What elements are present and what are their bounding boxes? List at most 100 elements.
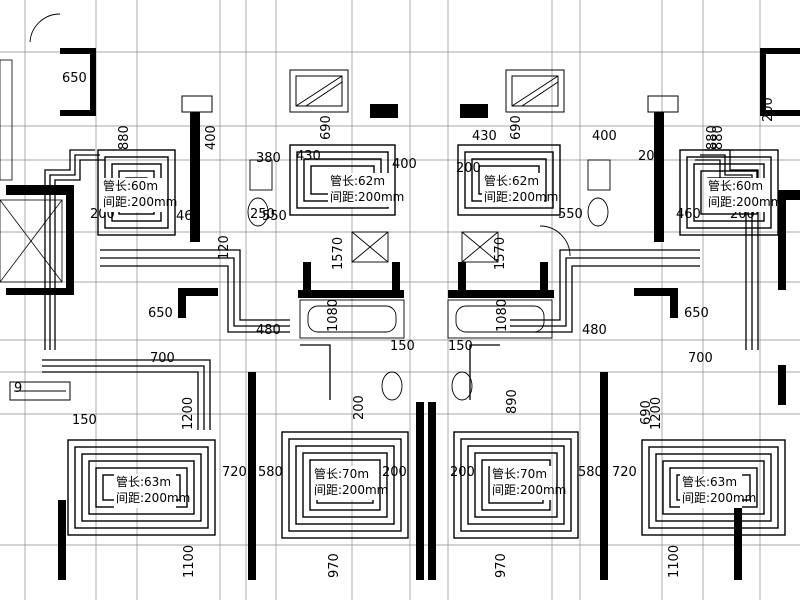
manifold xyxy=(9,381,71,401)
pipe-length-label: 管长:70m xyxy=(314,466,369,481)
coil-loop xyxy=(302,452,388,518)
coil-loop xyxy=(74,446,209,529)
pipe-label-background xyxy=(328,173,390,207)
pipe-spacing-label: 间距:200mm xyxy=(103,195,177,209)
dimension-label: 700 xyxy=(688,351,713,366)
coil-loop xyxy=(641,439,786,536)
coil-loop xyxy=(457,144,561,216)
coil-loop xyxy=(67,439,216,536)
pipe-spacing-label: 间距:200mm xyxy=(116,491,190,505)
dimension-label: 970 xyxy=(494,553,509,578)
dimension-label: 200 xyxy=(352,395,367,420)
pipe-length-label: 管长:70m xyxy=(492,466,547,481)
dimension-label: 690 xyxy=(319,115,334,140)
coil-loop xyxy=(281,431,409,539)
pipe-spacing-label: 间距:200mm xyxy=(314,483,388,497)
dimension-label: 1200 xyxy=(181,397,196,430)
dimension-label: 1100 xyxy=(667,545,682,578)
coil-loop xyxy=(97,149,176,236)
walls xyxy=(6,48,800,580)
coil-loop xyxy=(655,453,772,522)
dimension-label: 970 xyxy=(327,553,342,578)
coil-loop xyxy=(460,438,572,532)
pipe-spacing-label: 间距:200mm xyxy=(708,195,782,209)
pipe-label-background xyxy=(312,466,374,500)
pipe-label-background xyxy=(482,173,544,207)
dimension-label: 650 xyxy=(148,306,173,321)
dimension-label: 400 xyxy=(392,157,417,172)
dimension-label: 430 xyxy=(472,129,497,144)
dimension-label: 650 xyxy=(684,306,709,321)
dimension-label: 430 xyxy=(296,149,321,164)
windows xyxy=(181,69,679,113)
pipe-spacing-label: 间距:200mm xyxy=(682,491,756,505)
pipe-length-label: 管长:62m xyxy=(330,173,385,188)
dimension-label: 400 xyxy=(204,125,219,150)
dimension-label: 1080 xyxy=(326,299,341,332)
dimension-label: 690 xyxy=(639,400,654,425)
pipe-labels: 管长:60m 间距:200mm 管长:62m 间距:200mm 管长:62m 间距:200… xyxy=(101,173,782,508)
dimension-label: 890 xyxy=(505,389,520,414)
coil-loop xyxy=(453,431,579,539)
dimension-label: 580 xyxy=(258,465,283,480)
dimension-labels: 650 880 200 460 400 120 550 690 430 380 250 880 200 4… xyxy=(14,71,776,578)
pipe-length-label: 管长:60m xyxy=(103,178,158,193)
dimension-label: 480 xyxy=(256,323,281,338)
dimension-label: 200 xyxy=(638,149,663,164)
dimension-label: 580 xyxy=(578,465,603,480)
elevator-core xyxy=(0,59,63,283)
dimension-label: 1100 xyxy=(182,545,197,578)
coil-loop xyxy=(289,144,396,216)
coil-loop xyxy=(474,452,558,518)
pipe-length-label: 管长:63m xyxy=(682,474,737,489)
dimension-label: 650 xyxy=(62,71,87,86)
dimension-label: 550 xyxy=(558,207,583,222)
dimension-label: 1570 xyxy=(331,237,346,270)
dimension-label: 550 xyxy=(262,209,287,224)
coil-loop xyxy=(295,445,395,525)
coil-loop xyxy=(648,446,779,529)
dimension-label: 200 xyxy=(382,465,407,480)
dimension-label: 880 xyxy=(705,125,720,150)
dimension-label: 400 xyxy=(592,129,617,144)
pipe-spacing-label: 间距:200mm xyxy=(492,483,566,497)
dimension-label: 150 xyxy=(390,339,415,354)
supply-pipes xyxy=(42,149,759,430)
dimension-label: 480 xyxy=(582,323,607,338)
dimension-label: 150 xyxy=(72,413,97,428)
dimension-label: 690 xyxy=(509,115,524,140)
pipe-label-background xyxy=(680,474,742,508)
dimension-label: 460 xyxy=(176,209,201,224)
sanitary-fixtures xyxy=(29,13,611,401)
coil-loop xyxy=(288,438,402,532)
dimension-label: 880 xyxy=(711,125,726,150)
dimension-label: 880 xyxy=(117,125,132,150)
pipe-label-background xyxy=(490,466,552,500)
pipe-label-background xyxy=(101,178,163,212)
pipe-length-label: 管长:60m xyxy=(708,178,763,193)
dimension-label: 250 xyxy=(250,207,275,222)
coil-loop xyxy=(88,460,195,515)
dimension-label: 720 xyxy=(612,465,637,480)
pipe-spacing-label: 间距:200mm xyxy=(330,190,404,204)
heating-pipe-coils xyxy=(67,144,786,539)
dimension-label: 380 xyxy=(256,151,281,166)
dimension-label: 720 xyxy=(222,465,247,480)
coil-loop xyxy=(309,459,381,511)
pipe-spacing-label: 间距:200mm xyxy=(484,190,558,204)
dimension-label: 120 xyxy=(217,235,232,260)
dimension-label: 150 xyxy=(448,339,473,354)
dimension-label: 200 xyxy=(761,97,776,122)
pipe-length-label: 管长:63m xyxy=(116,474,171,489)
dimension-label: 9 xyxy=(14,381,22,396)
dimension-label: 200 xyxy=(450,465,475,480)
pipe-label-background xyxy=(706,178,768,212)
coil-loop xyxy=(686,156,772,229)
coil-loop xyxy=(662,460,765,515)
dimension-label: 460 xyxy=(676,207,701,222)
dimension-label: 1200 xyxy=(649,397,664,430)
pipe-length-label: 管长:62m xyxy=(484,173,539,188)
dimension-label: 200 xyxy=(456,161,481,176)
coil-loop xyxy=(81,453,202,522)
